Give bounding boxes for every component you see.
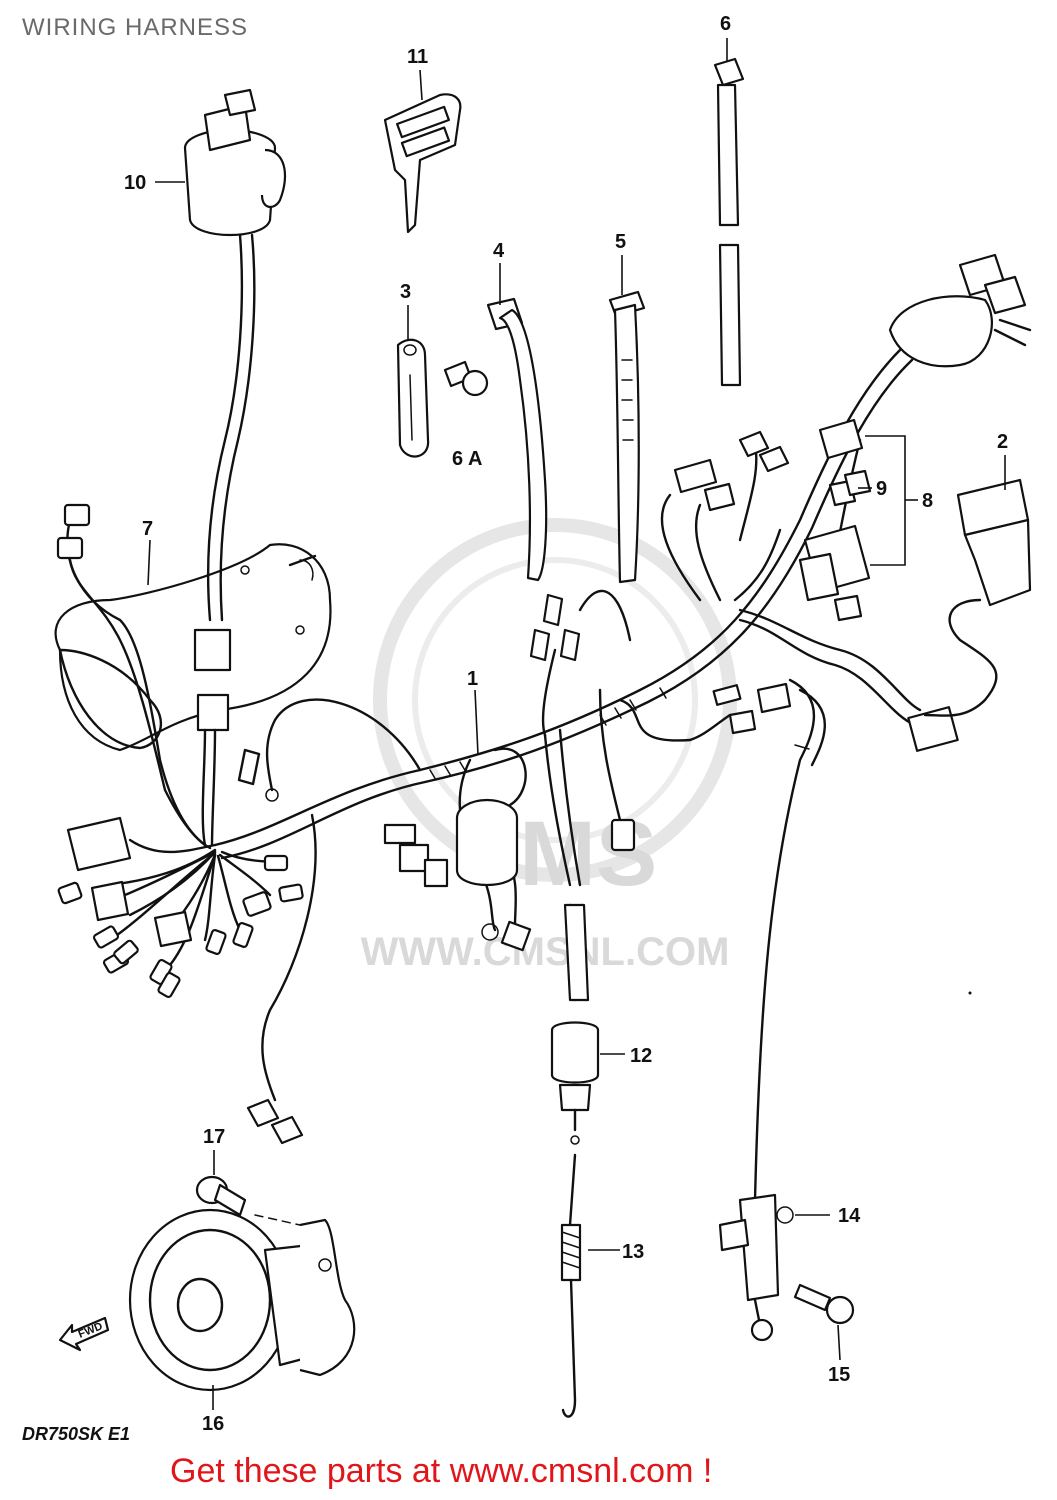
part-14-switch[interactable] <box>718 1193 794 1342</box>
harness-terminal-fan[interactable] <box>57 816 304 999</box>
callout-13: 13 <box>622 1241 644 1263</box>
part-17-bolt[interactable] <box>195 1175 247 1217</box>
callout-7: 7 <box>142 518 153 540</box>
leader-lines <box>147 38 1006 1410</box>
part-11-key[interactable] <box>383 93 462 234</box>
forward-arrow: FWD <box>58 1316 110 1352</box>
callout-12: 12 <box>630 1045 652 1067</box>
callout-17: 17 <box>203 1126 225 1148</box>
part-2-module[interactable] <box>923 478 1032 717</box>
callout-6a: 6 A <box>452 448 482 470</box>
part-3-clamp[interactable] <box>396 338 430 458</box>
part-6a-screw[interactable] <box>443 360 489 397</box>
callout-9: 9 <box>876 478 887 500</box>
upper-right-connector[interactable] <box>888 253 1032 368</box>
part-8-9-connector-assembly[interactable] <box>828 435 918 566</box>
callout-15: 15 <box>828 1364 850 1386</box>
callout-2: 2 <box>997 431 1008 453</box>
part-7-cover[interactable] <box>54 503 332 850</box>
callout-16: 16 <box>202 1413 224 1435</box>
part-4-clamp[interactable] <box>486 297 548 582</box>
watermark-url: WWW.CMSNL.COM <box>361 930 730 974</box>
part-13-spring[interactable] <box>560 1153 582 1418</box>
callout-11: 11 <box>407 46 428 68</box>
callout-1: 1 <box>467 668 478 690</box>
callout-14: 14 <box>838 1205 861 1227</box>
callout-5: 5 <box>615 231 626 253</box>
part-12-switch[interactable] <box>550 903 600 1145</box>
callout-8: 8 <box>922 490 933 512</box>
part-15-screw[interactable] <box>793 1283 855 1325</box>
promo-text[interactable]: Get these parts at www.cmsnl.com ! <box>170 1452 713 1490</box>
part-10-ignition-switch[interactable] <box>183 88 287 847</box>
part-16-horn[interactable] <box>128 1208 356 1392</box>
callout-6: 6 <box>720 13 731 35</box>
callout-4: 4 <box>493 240 505 262</box>
main-wiring-harness[interactable] <box>213 348 959 1202</box>
model-code: DR750SK E1 <box>22 1424 130 1444</box>
callout-3: 3 <box>400 281 411 303</box>
diagram-title: WIRING HARNESS <box>22 14 249 41</box>
callout-labels: 1 2 3 4 5 6 6 A 7 8 9 10 11 12 13 14 15 … <box>124 13 1008 1435</box>
part-6-cable-tie[interactable] <box>713 57 745 387</box>
part-5-band[interactable] <box>608 290 646 584</box>
callout-10: 10 <box>124 172 146 194</box>
